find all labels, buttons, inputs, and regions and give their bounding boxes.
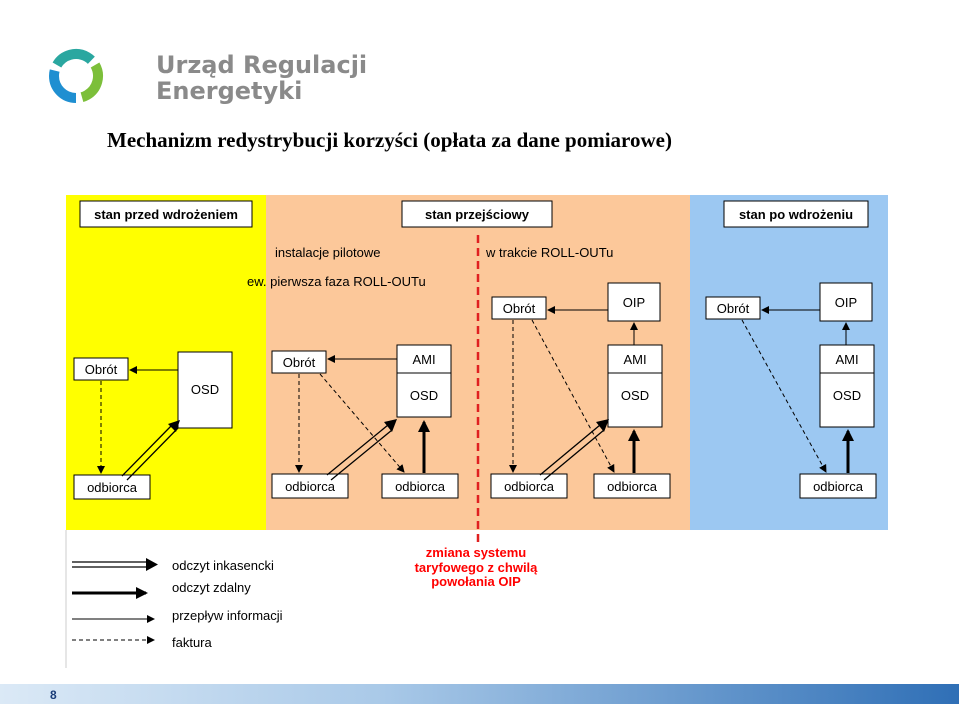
zone-label-before: stan przed wdrożeniem (94, 207, 238, 222)
zone-label-transition-box (401, 200, 553, 228)
rollout-obrot-label: Obrót (503, 301, 536, 316)
pilot-odbiorca-left-box (271, 473, 349, 499)
rollout-ami-label: AMI (623, 352, 646, 367)
pilot-osd-box (396, 372, 452, 418)
rollout-osd-box (607, 372, 663, 428)
before-odbiorca-label: odbiorca (87, 480, 138, 495)
legend-collection-label: odczyt inkasencki (172, 558, 274, 573)
after-odbiorca-label: odbiorca (813, 479, 864, 494)
pilot-ami-box (396, 344, 452, 374)
legend-area (66, 530, 888, 668)
after-oip-box (819, 282, 873, 322)
after-osd-label: OSD (833, 388, 861, 403)
ure-logo: Urząd Regulacji Energetyki (48, 48, 367, 108)
after-osd-box (819, 372, 875, 428)
change-note-line-3: powołania OIP (431, 574, 521, 589)
legend-collection-arrowhead (146, 558, 158, 571)
rollout-oip-label: OIP (623, 295, 645, 310)
rollout-collection-arrow-b (543, 429, 605, 481)
legend-remote: odczyt zdalny (72, 580, 251, 599)
logo-line-1: Urząd Regulacji (156, 51, 368, 79)
after-obrot-label: Obrót (717, 301, 750, 316)
rollout-collection-arrow-a (539, 424, 601, 476)
after-odbiorca-box (799, 473, 877, 499)
after-invoice-arrow (741, 319, 827, 473)
rollout-odbiorca-right-label: odbiorca (607, 479, 658, 494)
legend-info-flow-label: przepływ informacji (172, 608, 283, 623)
after-obrot-box (705, 296, 761, 320)
before-osd-label: OSD (191, 382, 219, 397)
pilot-collection-arrow-b (330, 429, 393, 481)
zone-label-transition: stan przejściowy (425, 207, 530, 222)
zone-label-after-box (723, 200, 869, 228)
legend-collection: odczyt inkasencki (72, 558, 274, 573)
rollout-oip-box (607, 282, 661, 322)
pilot-collection-arrow-a (326, 424, 389, 476)
before-obrot-label: Obrót (85, 362, 118, 377)
before-odbiorca-box (73, 474, 151, 500)
page-title: Mechanizm redystrybucji korzyści (opłata… (107, 128, 672, 152)
pilot-odbiorca-right-label: odbiorca (395, 479, 446, 494)
logo-line-2: Energetyki (156, 77, 303, 105)
after-ami-label: AMI (835, 352, 858, 367)
rollout-obrot-box (491, 296, 547, 320)
legend-invoice: faktura (72, 635, 213, 650)
rollout-odbiorca-left-box (490, 473, 568, 499)
rollout-osd-label: OSD (621, 388, 649, 403)
rollout-invoice-arrow-right (531, 319, 615, 473)
pilot-osd-label: OSD (410, 388, 438, 403)
rollout-odbiorca-right-box (593, 473, 671, 499)
pilot-ami-label: AMI (412, 352, 435, 367)
logo-emblem-icon (49, 49, 103, 103)
zone-label-after: stan po wdrożeniu (739, 207, 853, 222)
before-obrot-box (73, 357, 129, 381)
before-collection-arrow-b (126, 427, 179, 481)
footer-bar (0, 684, 959, 704)
before-osd-box (177, 351, 233, 429)
footer-base (0, 704, 959, 718)
legend-remote-label: odczyt zdalny (172, 580, 251, 595)
note-rollout: w trakcie ROLL-OUTu (485, 245, 613, 260)
change-note: zmiana systemu taryfowego z chwilą powoł… (415, 545, 539, 589)
pilot-odbiorca-left-label: odbiorca (285, 479, 336, 494)
zone-label-before-box (79, 200, 253, 228)
pilot-obrot-label: Obrót (283, 355, 316, 370)
change-note-line-1: zmiana systemu (426, 545, 526, 560)
rollout-collection-arrowhead (596, 419, 609, 432)
pilot-collection-arrowhead (384, 419, 397, 432)
pilot-invoice-arrow-right (319, 373, 405, 473)
after-oip-label: OIP (835, 295, 857, 310)
page-number: 8 (50, 688, 57, 702)
change-note-line-2: taryfowego z chwilą (415, 560, 539, 575)
note-pilot: instalacje pilotowe (275, 245, 381, 260)
pilot-obrot-box (271, 350, 327, 374)
before-collection-arrow-a (121, 423, 174, 477)
note-first-phase: ew. pierwsza faza ROLL-OUTu (247, 274, 426, 289)
legend-invoice-label: faktura (172, 635, 213, 650)
legend-info-flow: przepływ informacji (72, 608, 283, 623)
after-ami-box (819, 344, 875, 374)
rollout-odbiorca-left-label: odbiorca (504, 479, 555, 494)
before-collection-arrowhead (168, 420, 180, 432)
pilot-odbiorca-right-box (381, 473, 459, 499)
